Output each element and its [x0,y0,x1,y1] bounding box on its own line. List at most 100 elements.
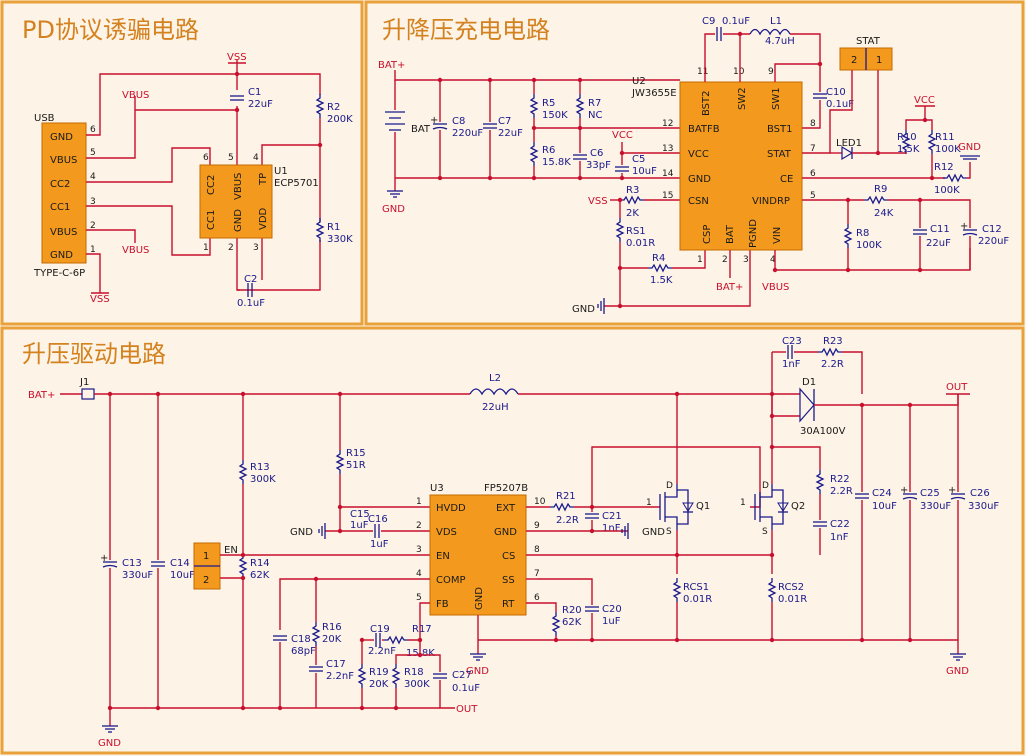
rcs2-val: 0.01R [778,594,807,605]
u1-part: ECP5701 [274,178,319,189]
r12-val: 100K [934,185,960,196]
u2-pin-num-7: 7 [810,144,816,154]
bb-bat-label: BAT+ [378,60,405,71]
c10-val: 0.1uF [826,99,854,110]
u2-chip [679,81,803,251]
c25-val: 330uF [920,501,951,512]
u3-pin-rt: RT [502,599,515,610]
u2-pin-num-15: 15 [662,191,673,201]
r22-val: 2.2R [830,486,853,497]
c20-val: 1uF [602,616,621,627]
r1-ref: R1 [327,222,340,233]
u1-pin-num-2: 2 [228,243,234,253]
en-label: EN [224,545,238,556]
pd-circuit: USB TYPE-C-6P GND VBUS CC2 CC1 VBUS GND … [33,52,353,309]
bst-bat-label: BAT+ [28,390,55,401]
bst-out: OUT [946,382,968,393]
u2-pin-ce: CE [780,174,793,185]
r1-val: 330K [327,234,353,245]
c2-val: 0.1uF [237,298,265,309]
u1-pin-cc2: CC2 [206,175,217,195]
r8-val: 100K [856,240,882,251]
r5-ref: R5 [542,98,555,109]
c9-val: 0.1uF [722,16,750,27]
usb-pin-label-2: CC2 [50,179,70,190]
c16-ref: C16 [368,514,388,525]
u2-pin-batfb: BATFB [688,124,720,135]
usb-pin-num-2: 4 [90,172,96,182]
c11-val: 22uF [926,238,951,249]
u1-pin-num-1: 1 [203,243,209,253]
svg-text:D: D [762,481,769,491]
bb-gnd-3: GND [958,142,981,153]
pd-vbus-2: VBUS [122,245,149,256]
usb-part: TYPE-C-6P [33,268,85,279]
u2-pin-vcc: VCC [688,149,709,160]
r19-val: 20K [369,679,389,690]
c26-ref: C26 [970,488,990,499]
c23-ref: C23 [782,336,802,347]
usb-pin-label-3: CC1 [50,202,70,213]
pd-vbus-1: VBUS [122,90,149,101]
usb-pin-num-4: 2 [90,221,96,231]
en-pin-1: 1 [203,551,209,562]
u2-pin-csp: CSP [702,225,713,244]
l1-val: 4.7uH [765,36,795,47]
rcs1-ref: RCS1 [683,582,709,593]
r9-val: 24K [874,208,894,219]
en-pin-2: 2 [203,575,209,586]
u3-pin-num-2: 2 [416,521,422,531]
u3-pin-ext: EXT [496,503,516,514]
c1-ref: C1 [248,87,261,98]
bst-out-bottom: OUT [456,704,478,715]
c11-ref: C11 [930,224,950,235]
c24-ref: C24 [872,488,892,499]
c24-val: 10uF [872,501,897,512]
bst-gnd-mid: GND [642,527,665,538]
u1-pin-gnd: GND [233,209,244,232]
panel-buckboost [364,0,1025,326]
u2-pin-gnd: GND [688,174,711,185]
c8-ref: C8 [452,116,465,127]
u3-ref: U3 [430,483,444,494]
l2-val: 22uH [482,402,509,413]
c7-val: 22uF [498,128,523,139]
u3-pin-cs: CS [502,551,515,562]
pd-vss-bottom: VSS [90,294,110,305]
c6-ref: C6 [590,148,603,159]
c15-val: 1uF [350,520,369,531]
bb-vcc-2: VCC [914,95,935,106]
u2-pin-csn: CSN [688,196,709,207]
c20-ref: C20 [602,604,622,615]
c6-val: 33pF [586,160,611,171]
r15-ref: R15 [346,448,366,459]
c19-ref: C19 [370,624,390,635]
c18-ref: C18 [291,634,311,645]
u1-chip [199,164,273,239]
u2-pin-num-8: 8 [810,119,816,129]
r21-val: 2.2R [556,515,579,526]
c19-val: 2.2nF [368,646,396,657]
u2-pin-bst2: BST2 [701,90,712,116]
r20-val: 62K [562,617,582,628]
r3-val: 2K [626,208,639,219]
l1-ref: L1 [770,16,782,27]
pd-vss-top: VSS [227,52,247,63]
u3-pin-en: EN [436,551,450,562]
q2-ref: Q2 [791,501,805,512]
u1-ref: U1 [274,166,288,177]
r6-val: 15.8K [542,157,571,168]
u2-pin-num-10: 10 [733,67,745,77]
u1-pin-vdd: VDD [258,207,269,230]
c21-val: 1nF [602,523,621,534]
u2-pin-num-4: 4 [770,255,776,265]
led1-label: LED1 [836,138,862,149]
bst-gnd-1: GND [98,738,121,749]
r16-val: 20K [322,634,342,645]
u2-pin-sw1: SW1 [771,87,782,110]
buckboost-circuit: BAT+ BAT GND C8 220uF C7 22uF R5 150K R6… [378,16,1009,315]
bb-bat-bottom: BAT+ [716,282,743,293]
c14-val: 10uF [170,570,195,581]
r3-ref: R3 [626,185,639,196]
